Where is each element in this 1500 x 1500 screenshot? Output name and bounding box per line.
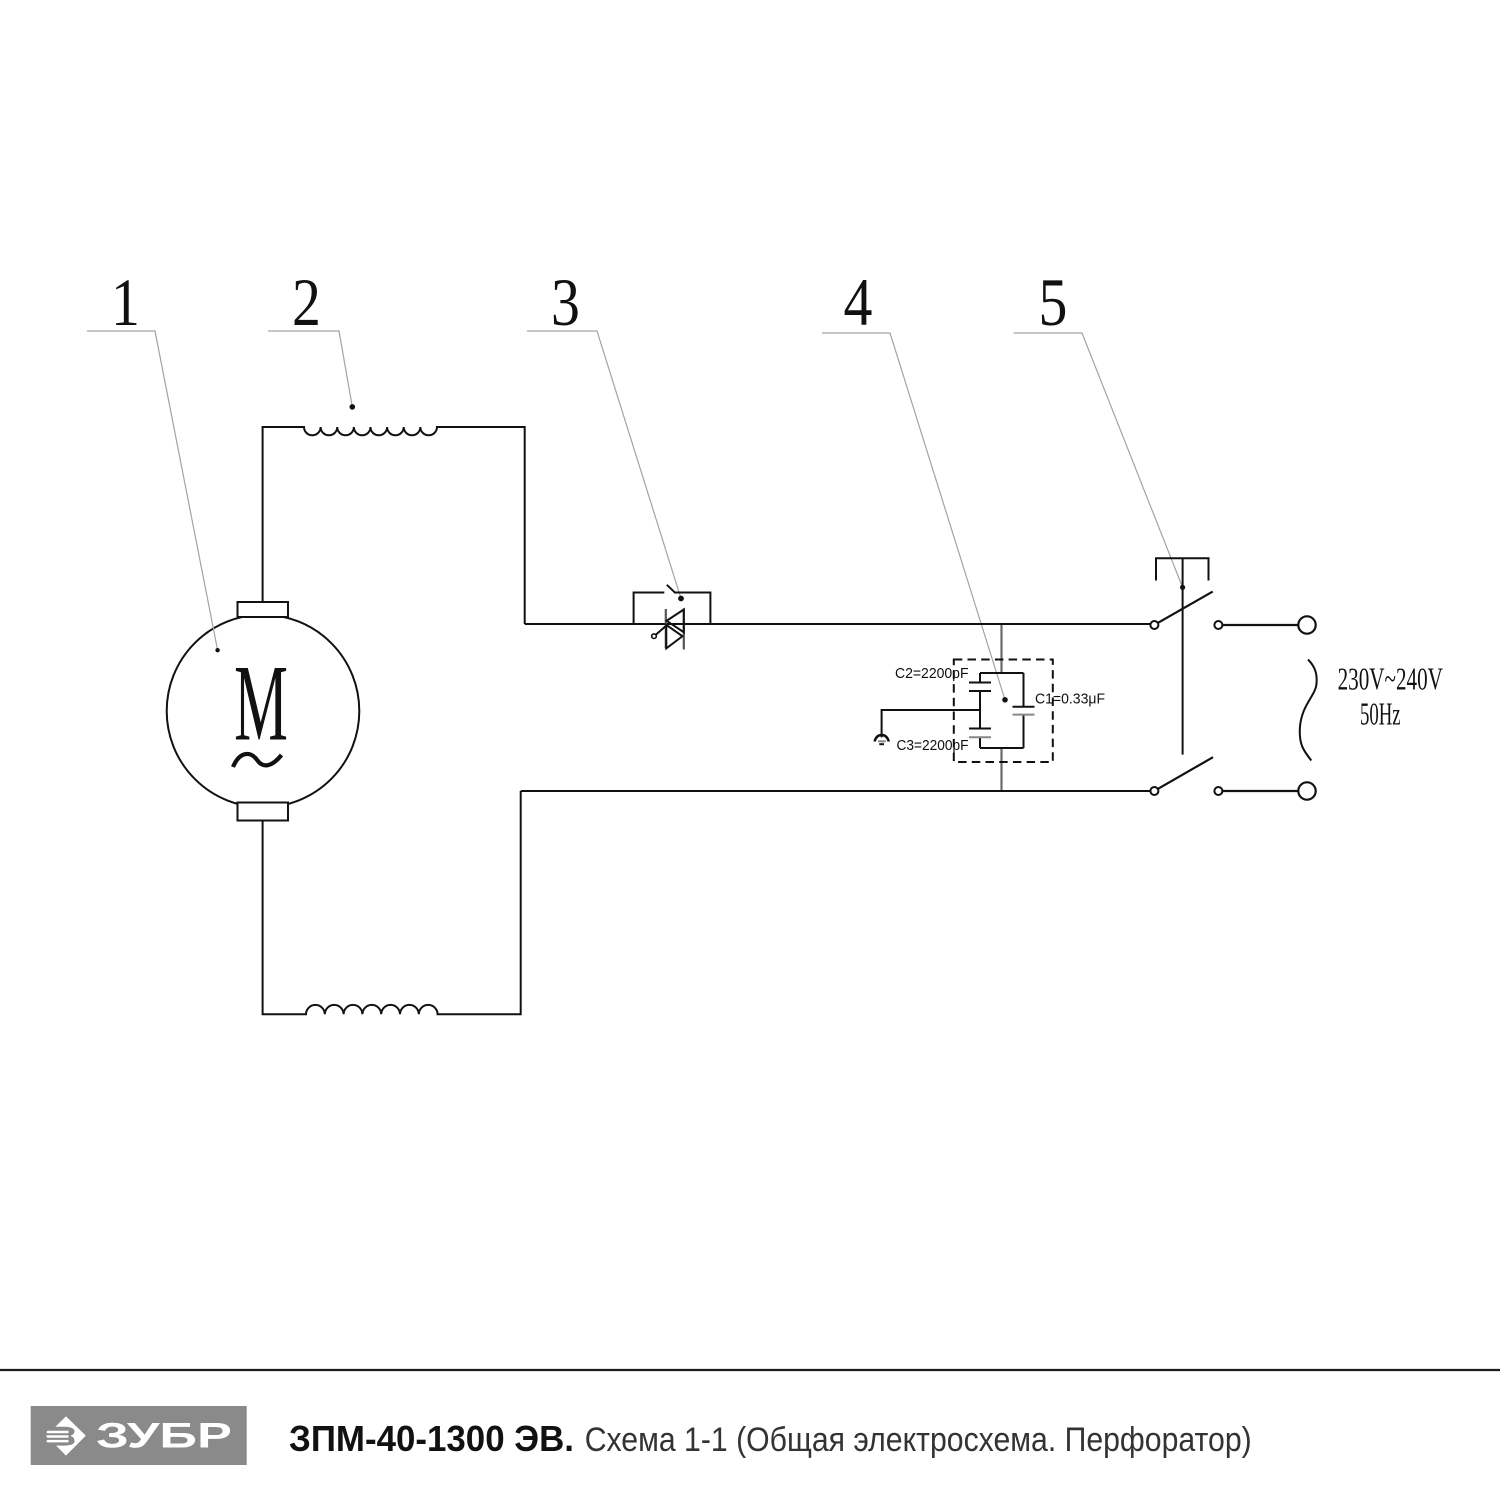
svg-text:2: 2 [292,265,321,340]
svg-text:C3=2200pF: C3=2200pF [897,738,969,754]
svg-text:50Hz: 50Hz [1360,696,1401,731]
svg-text:5: 5 [1039,265,1068,340]
svg-text:M: M [234,643,288,764]
svg-text:ЗУБР: ЗУБР [96,1416,232,1455]
svg-text:230V~240V: 230V~240V [1338,662,1443,697]
svg-text:ЗПМ-40-1300 ЭВ.: ЗПМ-40-1300 ЭВ. [289,1418,574,1459]
svg-text:Схема 1-1 (Общая электросхема.: Схема 1-1 (Общая электросхема. Перфорато… [585,1421,1252,1459]
svg-text:1: 1 [111,265,140,340]
svg-text:4: 4 [844,265,873,340]
svg-text:C2=2200pF: C2=2200pF [895,666,969,682]
svg-text:3: 3 [551,265,580,340]
svg-text:C1=0.33μF: C1=0.33μF [1035,692,1105,708]
